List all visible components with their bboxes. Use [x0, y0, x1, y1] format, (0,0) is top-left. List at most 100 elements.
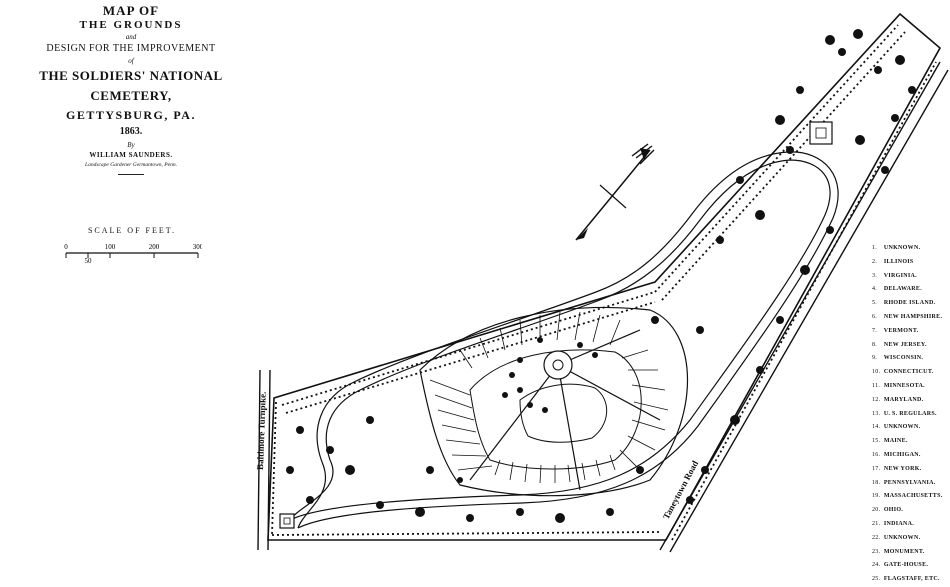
legend-number: 24. [872, 562, 881, 569]
legend-item: 4. DELAWARE. [872, 283, 948, 297]
legend-item: 23. MONUMENT. [872, 546, 948, 560]
title-cemetery: THE SOLDIERS' NATIONAL CEMETERY, [39, 68, 223, 103]
legend-number: 5. [872, 300, 878, 307]
legend-label: MARYLAND. [883, 396, 924, 403]
scale-tick-0: 0 [64, 243, 68, 251]
legend-number: 25. [872, 576, 881, 583]
legend-number: 9. [872, 355, 878, 362]
legend-item: 10. CONNECTICUT. [872, 366, 948, 380]
title-location: GETTYSBURG, PA. [66, 108, 196, 122]
legend-label: PENNSYLVANIA. [883, 479, 936, 486]
legend-item: 2. ILLINOIS [872, 256, 948, 270]
legend-label: NEW HAMPSHIRE. [883, 313, 943, 320]
legend-label: MAINE. [883, 438, 908, 445]
burial-sections [419, 306, 688, 497]
legend-number: 2. [872, 258, 878, 265]
baltimore-turnpike-road [257, 369, 271, 551]
legend-item: 19. MASSACHUSETTS. [872, 490, 948, 504]
title-of: of [128, 57, 134, 65]
legend-label: UNKNOWN. [883, 245, 921, 251]
legend-number: 8. [872, 341, 878, 348]
map-title-block: MAP OF THE GROUNDS and DESIGN FOR THE IM… [0, 4, 262, 175]
legend-number: 18. [872, 479, 881, 486]
scale-title: SCALE OF FEET. [87, 226, 177, 235]
legend-item: 14. UNKNOWN. [872, 421, 948, 435]
legend-item: 1. UNKNOWN. [872, 242, 948, 256]
legend-number: 11. [872, 382, 881, 389]
legend-item: 7. VERMONT. [872, 325, 948, 339]
legend-number: 1. [872, 245, 878, 251]
legend-number: 4. [872, 286, 878, 293]
legend-label: INDIANA. [883, 520, 915, 527]
legend-item: 9. WISCONSIN. [872, 352, 948, 366]
legend-label: OHIO. [883, 507, 904, 514]
legend-label: UNKNOWN. [883, 534, 921, 541]
legend-label: DELAWARE. [883, 286, 923, 293]
title-author: WILLIAM SAUNDERS. [89, 151, 173, 159]
legend-number: 12. [872, 396, 881, 403]
monument-circle [543, 350, 573, 380]
grounds-boundary [267, 12, 942, 541]
legend-item: 20. OHIO. [872, 504, 948, 518]
legend-number: 13. [872, 410, 881, 417]
legend-number: 19. [872, 493, 881, 500]
legend-item: 11. MINNESOTA. [872, 380, 948, 394]
legend-number: 23. [872, 548, 881, 555]
legend-item: 12. MARYLAND. [872, 394, 948, 408]
legend-number: 3. [872, 272, 878, 279]
tree-border-top-left [271, 24, 937, 541]
legend-number: 17. [872, 465, 881, 472]
legend-label: WISCONSIN. [883, 355, 924, 362]
title-author-subtitle: Landscape Gardener Germantown, Penn. [85, 162, 177, 168]
legend-item: 17. NEW YORK. [872, 463, 948, 477]
scale-tick-300: 300 [193, 243, 202, 251]
legend-label: ILLINOIS [883, 258, 914, 265]
title-year: 1863. [119, 126, 143, 137]
title-map-of: MAP OF [102, 3, 160, 18]
legend-label: FLAGSTAFF, ETC. [883, 576, 940, 583]
north-arrow-icon [575, 143, 655, 241]
cemetery-map: Baltimore Turnpike. Taneytown Road [255, 12, 949, 553]
legend-label: UNKNOWN. [883, 424, 921, 431]
title-rule [118, 174, 144, 175]
legend-number: 15. [872, 438, 881, 445]
legend-label: CONNECTICUT. [883, 369, 934, 376]
carriage-drive [289, 151, 839, 529]
legend-item: 24. GATE-HOUSE. [872, 559, 948, 573]
scale-tick-100: 100 [105, 243, 116, 251]
legend-item: 13. U. S. REGULARS. [872, 408, 948, 422]
legend-number: 21. [872, 520, 881, 527]
title-by: By [127, 141, 135, 149]
legend-label: U. S. REGULARS. [883, 410, 937, 417]
scale-of-feet: SCALE OF FEET. 0 50 100 200 300 [62, 226, 204, 268]
legend-label: NEW JERSEY. [883, 341, 927, 348]
legend-number: 6. [872, 313, 878, 320]
legend-number: 20. [872, 507, 881, 514]
legend-label: MINNESOTA. [883, 382, 925, 389]
legend-label: NEW YORK. [883, 465, 922, 472]
scale-tick-200: 200 [149, 243, 160, 251]
legend-number: 14. [872, 424, 881, 431]
legend-number: 16. [872, 451, 881, 458]
legend-item: 16. MICHIGAN. [872, 449, 948, 463]
legend-label: MONUMENT. [883, 548, 925, 555]
title-the-grounds: THE GROUNDS [79, 19, 183, 31]
title-and: and [125, 33, 137, 41]
legend-label: VERMONT. [883, 327, 919, 334]
title-design: DESIGN FOR THE IMPROVEMENT [46, 43, 216, 54]
legend-label: RHODE ISLAND. [883, 300, 936, 307]
legend-item: 18. PENNSYLVANIA. [872, 477, 948, 491]
legend-item: 15. MAINE. [872, 435, 948, 449]
lodge-house-icon [809, 121, 833, 145]
legend-number: 10. [872, 369, 881, 376]
legend-number: 22. [872, 534, 881, 541]
legend-item: 3. VIRGINIA. [872, 270, 948, 284]
legend-item: 25. FLAGSTAFF, ETC. [872, 573, 948, 587]
legend-item: 6. NEW HAMPSHIRE. [872, 311, 948, 325]
scale-tick-50: 50 [85, 257, 93, 263]
legend-label: GATE-HOUSE. [883, 562, 929, 569]
legend-label: VIRGINIA. [883, 272, 917, 279]
scale-bar: 0 50 100 200 300 [64, 243, 204, 265]
road-label-baltimore-turnpike: Baltimore Turnpike. [255, 391, 268, 470]
